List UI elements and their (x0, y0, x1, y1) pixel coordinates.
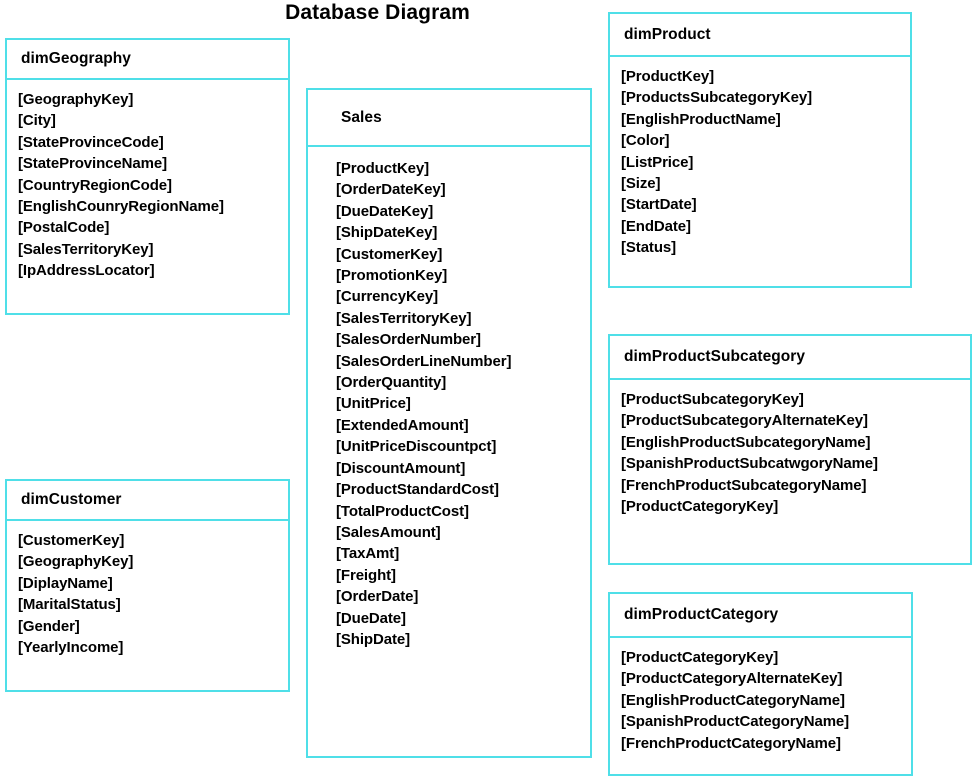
entity-title-dimproductcategory: dimProductCategory (624, 606, 779, 623)
field-row: [UnitPriceDiscountpct] (336, 438, 497, 456)
field-row: [CustomerKey] (336, 245, 443, 263)
field-row: [GeographyKey] (18, 553, 134, 571)
entity-header-dimproductsubcategory: dimProductSubcategory (610, 336, 970, 380)
entity-body-dimgeography: [GeographyKey] [City] [StateProvinceCode… (7, 80, 288, 282)
field-row: [DueDateKey] (336, 202, 434, 220)
field-row: [Status] (621, 239, 677, 257)
field-row: [SalesAmount] (336, 523, 441, 541)
field-row: [ShipDateKey] (336, 224, 438, 242)
field-row: [DiscountAmount] (336, 459, 466, 477)
field-row: [ProductKey] (336, 160, 429, 177)
entity-body-sales: [ProductKey] [OrderDateKey] [DueDateKey]… (308, 147, 590, 650)
field-row: [GeographyKey] (18, 91, 134, 108)
entity-title-dimgeography: dimGeography (21, 50, 131, 67)
field-row: [Color] (621, 132, 670, 150)
entity-title-dimcustomer: dimCustomer (21, 491, 122, 508)
entity-body-dimcustomer: [CustomerKey] [GeographyKey] [DiplayName… (7, 521, 288, 658)
field-row: [MaritalStatus] (18, 596, 121, 614)
entity-body-dimproductcategory: [ProductCategoryKey] [ProductCategoryAlt… (610, 638, 911, 754)
field-row: [Freight] (336, 566, 396, 584)
field-row: [ProductKey] (621, 68, 714, 85)
field-row: [SalesTerritoryKey] (336, 309, 472, 327)
field-row: [OrderDateKey] (336, 181, 446, 199)
entity-header-dimproductcategory: dimProductCategory (610, 594, 911, 638)
field-row: [SpanishProductSubcatwgoryName] (621, 455, 878, 473)
field-row: [ProductStandardCost] (336, 481, 499, 499)
field-row: [TotalProductCost] (336, 502, 469, 520)
field-row: [IpAddressLocator] (18, 262, 155, 280)
entity-header-sales: Sales (308, 90, 590, 147)
field-row: [ExtendedAmount] (336, 416, 469, 434)
page-title: Database Diagram (285, 1, 470, 24)
field-row: [ProductCategoryAlternateKey] (621, 670, 843, 688)
field-row: [ProductCategoryKey] (621, 498, 779, 516)
field-row: [UnitPrice] (336, 395, 411, 413)
field-row: [EnglishCounryRegionName] (18, 198, 224, 216)
entity-title-dimproduct: dimProduct (624, 25, 711, 43)
field-row: [FrenchProductSubcategoryName] (621, 476, 867, 494)
entity-dimproductsubcategory[interactable]: dimProductSubcategory [ProductSubcategor… (608, 334, 972, 565)
field-row: [City] (18, 112, 56, 130)
field-row: [PromotionKey] (336, 267, 448, 285)
field-row: [FrenchProductCategoryName] (621, 734, 841, 752)
field-row: [ListPrice] (621, 153, 694, 171)
entity-body-dimproduct: [ProductKey] [ProductsSubcategoryKey] [E… (610, 57, 910, 259)
field-row: [SpanishProductCategoryName] (621, 713, 850, 731)
entity-header-dimgeography: dimGeography (7, 40, 288, 80)
field-row: [SalesOrderNumber] (336, 331, 481, 349)
field-row: [EndDate] (621, 217, 691, 235)
entity-dimproduct[interactable]: dimProduct [ProductKey] [ProductsSubcate… (608, 12, 912, 288)
field-row: [CustomerKey] (18, 532, 125, 549)
entity-sales[interactable]: Sales [ProductKey] [OrderDateKey] [DueDa… (306, 88, 592, 758)
entity-header-dimproduct: dimProduct (610, 14, 910, 57)
field-row: [StateProvinceCode] (18, 133, 164, 151)
field-row: [Gender] (18, 617, 80, 635)
entity-body-dimproductsubcategory: [ProductSubcategoryKey] [ProductSubcateg… (610, 380, 970, 517)
field-row: [TaxAmt] (336, 545, 400, 563)
field-row: [StartDate] (621, 196, 697, 214)
entity-dimgeography[interactable]: dimGeography [GeographyKey] [City] [Stat… (5, 38, 290, 315)
field-row: [ProductsSubcategoryKey] (621, 89, 812, 107)
field-row: [OrderQuantity] (336, 374, 447, 392)
field-row: [ProductCategoryKey] (621, 649, 779, 666)
entity-dimcustomer[interactable]: dimCustomer [CustomerKey] [GeographyKey]… (5, 479, 290, 692)
entity-title-dimproductsubcategory: dimProductSubcategory (624, 348, 806, 365)
field-row: [DueDate] (336, 609, 406, 627)
field-row: [SalesTerritoryKey] (18, 240, 154, 258)
entity-header-dimcustomer: dimCustomer (7, 481, 288, 521)
field-row: [SalesOrderLineNumber] (336, 352, 512, 370)
field-row: [ShipDate] (336, 630, 411, 648)
field-row: [ProductSubcategoryKey] (621, 391, 804, 408)
field-row: [CountryRegionCode] (18, 176, 172, 194)
entity-title-sales: Sales (341, 108, 382, 126)
field-row: [ProductSubcategoryAlternateKey] (621, 412, 868, 430)
field-row: [EnglishProductName] (621, 110, 781, 128)
field-row: [CurrencyKey] (336, 288, 439, 306)
field-row: [Size] (621, 175, 661, 193)
field-row: [StateProvinceName] (18, 155, 167, 173)
field-row: [YearlyIncome] (18, 639, 124, 657)
field-row: [OrderDate] (336, 588, 419, 606)
field-row: [EnglishProductCategoryName] (621, 691, 845, 709)
field-row: [DiplayName] (18, 574, 113, 592)
field-row: [EnglishProductSubcategoryName] (621, 433, 871, 451)
entity-dimproductcategory[interactable]: dimProductCategory [ProductCategoryKey] … (608, 592, 913, 776)
field-row: [PostalCode] (18, 219, 110, 237)
